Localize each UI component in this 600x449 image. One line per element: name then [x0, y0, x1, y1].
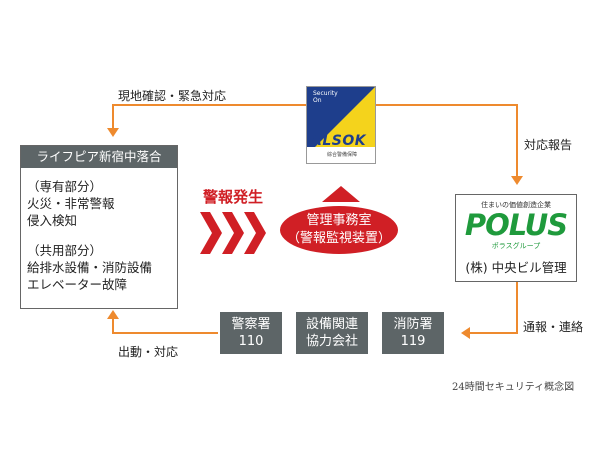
management-line1: 管理事務室: [306, 213, 372, 228]
building-title: ライフピア新宿中落合: [21, 146, 177, 168]
label-notify: 通報・連絡: [523, 320, 584, 334]
equipment-line1: 設備関連: [305, 317, 358, 332]
alsok-badge-line2: On: [313, 97, 322, 104]
management-office: 管理事務室 （警報監視装置）: [280, 206, 398, 254]
fire-line2: 119: [400, 334, 426, 349]
label-report: 対応報告: [524, 138, 573, 152]
polus-panel: 住まいの価値創造企業 POLUS ポラスグループ (株) 中央ビル管理: [455, 194, 577, 282]
common-heading: （共用部分）: [27, 243, 103, 258]
polus-group-text: ポラスグループ: [491, 242, 541, 250]
fire-line1: 消防署: [393, 317, 433, 332]
polus-tagline: 住まいの価値創造企業: [481, 201, 551, 209]
arrow-report-vertical: [516, 104, 518, 178]
equipment-partner-box: 設備関連 協力会社: [296, 312, 368, 354]
arrow-onsite-vertical: [112, 104, 114, 130]
polus-company: (株) 中央ビル管理: [465, 260, 567, 275]
police-line1: 警察署: [231, 317, 271, 332]
arrow-notify-vertical: [516, 282, 518, 334]
alert-up-triangle-icon: [322, 186, 360, 202]
private-item-intrusion: 侵入検知: [27, 213, 78, 228]
alarm-chevrons-icon: [200, 212, 266, 254]
alsok-badge-line1: Security: [313, 90, 338, 97]
police-station-box: 警察署 110: [220, 312, 282, 354]
arrow-onsite-horizontal: [112, 104, 306, 106]
building-panel: ライフピア新宿中落合 （専有部分） 火災・非常警報 侵入検知 （共用部分） 給排…: [20, 145, 178, 309]
fire-station-box: 消防署 119: [382, 312, 444, 354]
polus-logo-text: POLUS: [464, 208, 568, 242]
alsok-sub-text: 綜合警備保障: [327, 152, 358, 158]
arrow-report-horizontal: [376, 104, 518, 106]
alsok-logo: Security On ALSOK 綜合警備保障: [306, 86, 376, 164]
common-item-plumbing: 給排水設備・消防設備: [27, 260, 153, 275]
private-item-fire: 火災・非常警報: [27, 196, 115, 211]
arrow-onsite-head: [107, 128, 119, 137]
label-onsite-response: 現地確認・緊急対応: [118, 89, 227, 103]
label-dispatch: 出動・対応: [118, 345, 179, 359]
arrow-report-head: [511, 176, 523, 185]
diagram-caption: 24時間セキュリティ概念図: [452, 382, 575, 393]
arrow-dispatch-head: [107, 310, 119, 319]
police-line2: 110: [238, 334, 264, 349]
arrow-notify-horizontal: [470, 332, 518, 334]
arrow-dispatch-vertical: [112, 318, 114, 334]
common-item-elevator: エレベーター故障: [27, 277, 128, 292]
alarm-label: 警報発生: [203, 188, 264, 206]
alsok-emblem-icon: [307, 87, 375, 163]
alsok-logo-text: ALSOK: [311, 133, 367, 149]
arrow-notify-head: [461, 327, 470, 339]
management-line2: （警報監視装置）: [286, 231, 391, 246]
arrow-dispatch-horizontal: [112, 332, 218, 334]
equipment-line2: 協力会社: [305, 334, 358, 349]
private-heading: （専有部分）: [27, 179, 103, 194]
